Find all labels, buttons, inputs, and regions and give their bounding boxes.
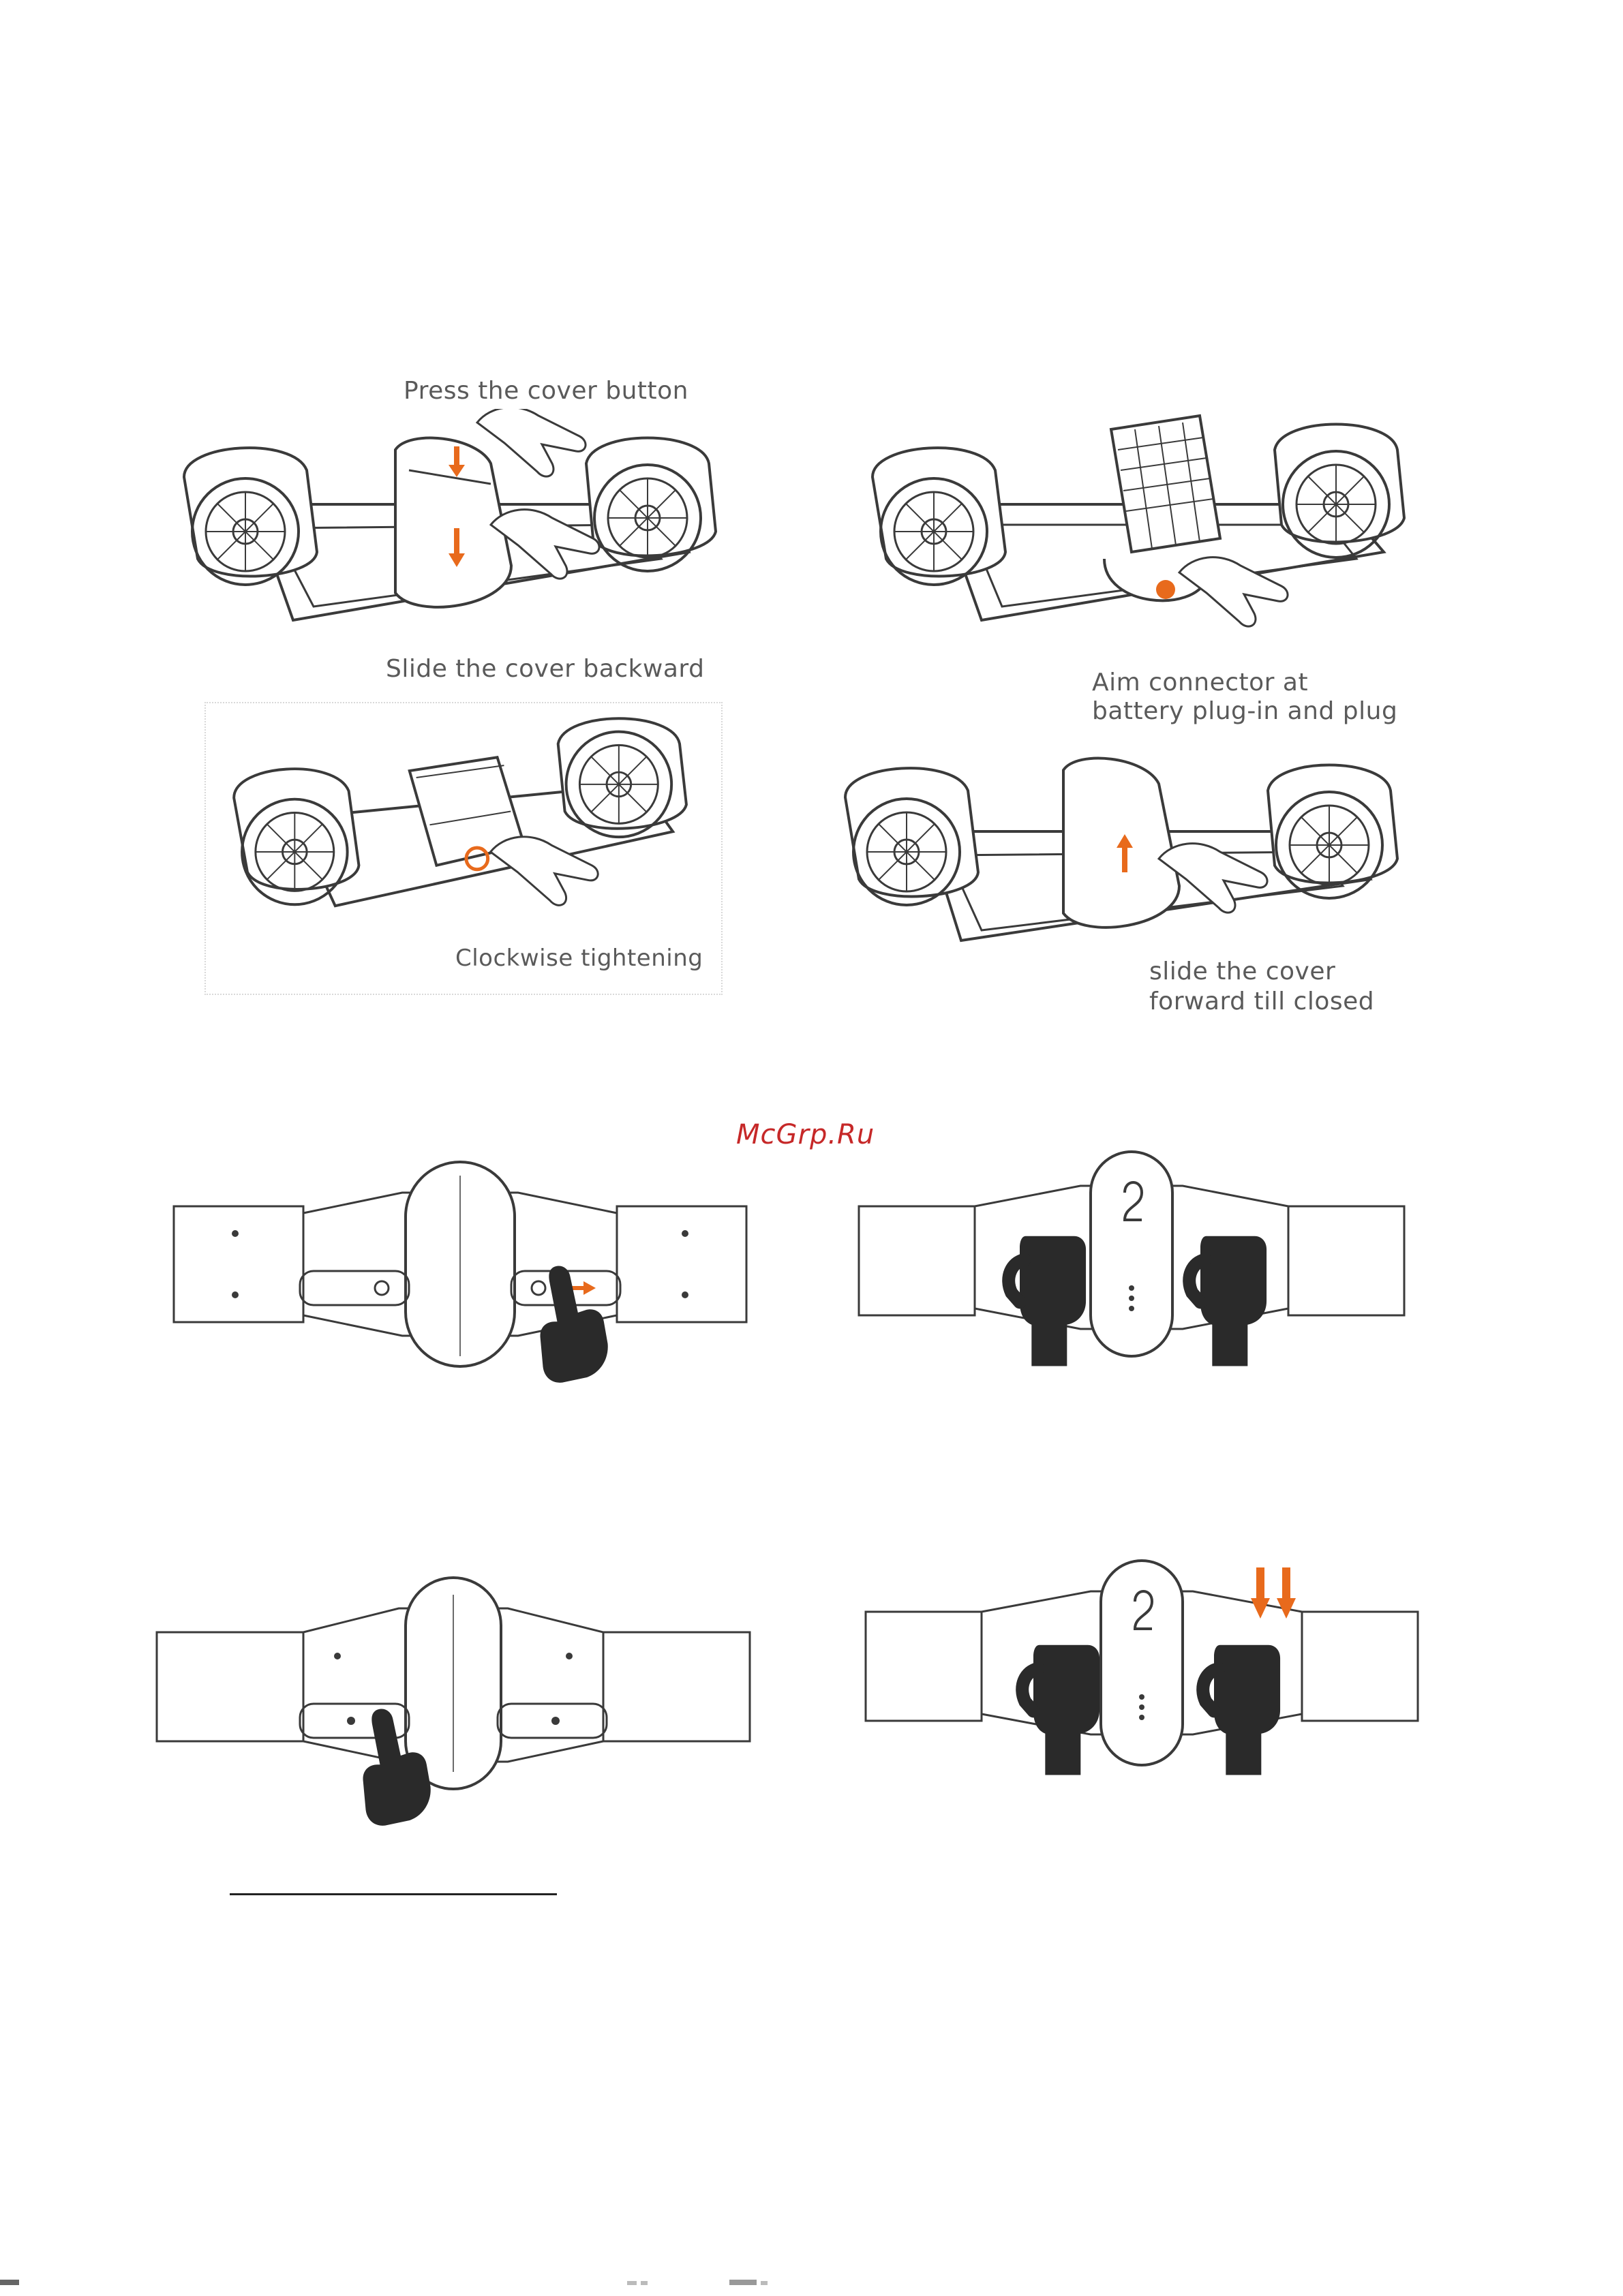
scooter-illustration [170, 1152, 750, 1383]
scooter-illustration [170, 409, 729, 654]
hand-icon [532, 1261, 620, 1390]
caption-slide-cover-backward: Slide the cover backward [386, 654, 704, 684]
page-edge-mark [0, 2280, 19, 2285]
hand-icon [1196, 1636, 1285, 1786]
scooter-illustration [838, 736, 1425, 975]
caption-slide-forward-2: forward till closed [1149, 987, 1374, 1017]
figure-top-view-grip [855, 1131, 1408, 1377]
hand-icon [1183, 1227, 1271, 1377]
hand-icon [1016, 1636, 1104, 1786]
hand-icon [354, 1704, 443, 1833]
scooter-illustration [862, 1533, 1421, 1786]
figure-plug-battery [866, 402, 1425, 661]
figure-open-cover [170, 409, 729, 654]
scooter-illustration [153, 1567, 753, 1799]
figure-top-view-press [153, 1567, 753, 1799]
hand-icon [1002, 1227, 1091, 1377]
orange-arrow-icon [1251, 1567, 1299, 1622]
caption-aim-connector-2: battery plug-in and plug [1092, 697, 1397, 726]
scooter-illustration [855, 1131, 1408, 1377]
figure-top-view-grip-push [862, 1533, 1421, 1786]
caption-aim-connector-1: Aim connector at [1092, 668, 1308, 698]
watermark: McGrp.Ru [736, 1119, 875, 1150]
page-footer-marks [627, 2278, 804, 2287]
scooter-illustration [866, 402, 1425, 661]
caption-clockwise-tightening: Clockwise tightening [455, 943, 703, 973]
caption-press-cover-button: Press the cover button [404, 376, 688, 406]
footnote-rule [230, 1893, 557, 1895]
figure-close-cover [838, 736, 1425, 975]
figure-top-view-latch [170, 1152, 750, 1383]
caption-slide-forward-1: slide the cover [1149, 957, 1335, 987]
